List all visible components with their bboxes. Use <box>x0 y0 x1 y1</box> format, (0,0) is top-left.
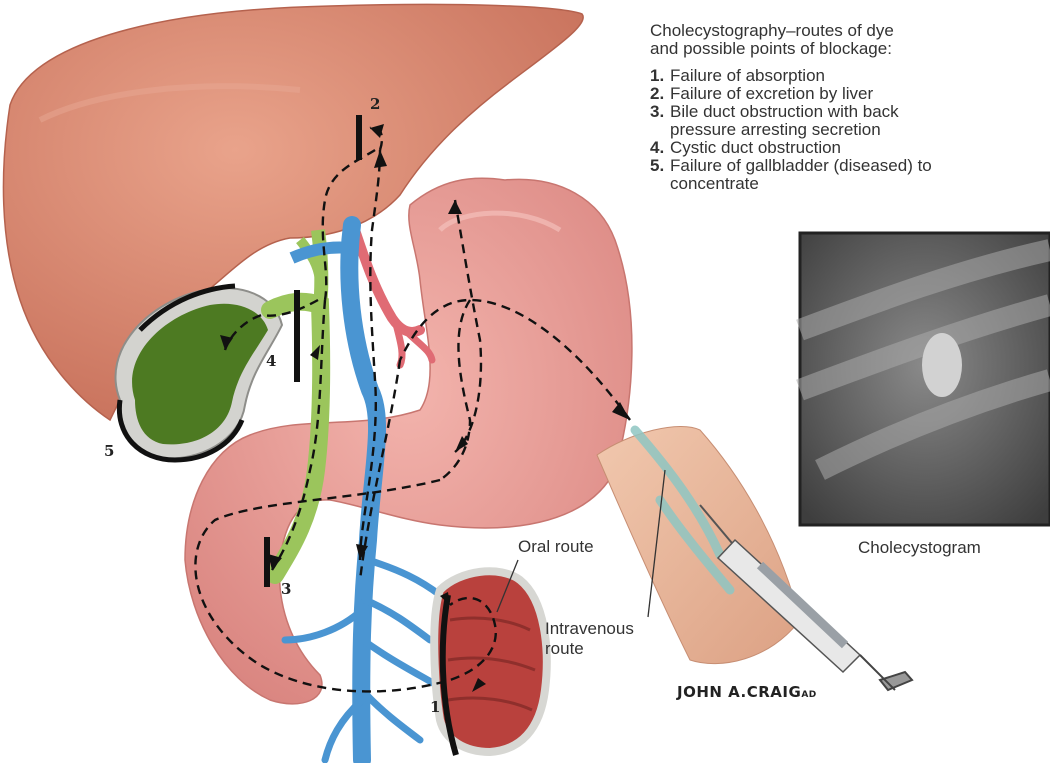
marker-1: 1 <box>430 698 440 716</box>
legend-item: 3.Bile duct obstruction with back pressu… <box>650 103 952 139</box>
oral-route-label: Oral route <box>518 537 594 557</box>
legend-item: 1.Failure of absorption <box>650 67 1045 85</box>
artist-signature: JOHN A.CRAIGAD <box>677 683 817 701</box>
xray-caption: Cholecystogram <box>858 538 981 558</box>
hepatic-artery <box>355 230 420 332</box>
legend: Cholecystography–routes of dye and possi… <box>650 22 1045 193</box>
marker-5: 5 <box>104 442 114 460</box>
intravenous-route-label: Intravenous route <box>545 619 634 659</box>
legend-item: 4.Cystic duct obstruction <box>650 139 1045 157</box>
marker-3: 3 <box>281 580 291 598</box>
legend-item: 5.Failure of gallbladder (diseased) to c… <box>650 157 940 193</box>
legend-list: 1.Failure of absorption 2.Failure of exc… <box>650 67 1045 193</box>
marker-2: 2 <box>370 95 380 113</box>
legend-item: 2.Failure of excretion by liver <box>650 85 1045 103</box>
legend-title: Cholecystography–routes of dye and possi… <box>650 22 1045 58</box>
marker-4: 4 <box>266 352 276 370</box>
